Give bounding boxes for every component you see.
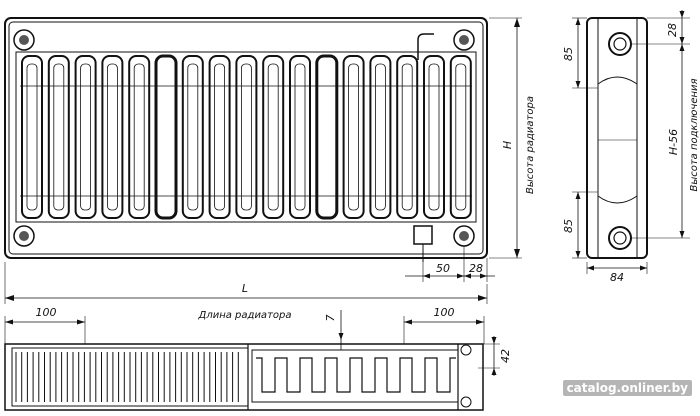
bottom-view-waves: [256, 357, 456, 393]
fin: [342, 55, 365, 219]
fin: [262, 55, 285, 219]
dim-84-label: 84: [610, 271, 624, 284]
height-symbol: H: [501, 141, 514, 149]
dim-7-label: 7: [324, 315, 337, 322]
mounting-bolt-top-right: [453, 29, 475, 51]
fin: [423, 55, 445, 219]
fin: [369, 55, 392, 219]
fin: [235, 55, 258, 219]
fin: [208, 55, 231, 219]
dim-42-label: 42: [499, 349, 512, 363]
connection-height-caption: Высота подключения: [689, 78, 700, 191]
convector-area: [15, 51, 477, 223]
bottom-view: Длина радиатора 100 100 7 42: [4, 306, 512, 411]
bottom-corrugation: [256, 357, 456, 393]
radiator-inner-outline: [8, 21, 484, 255]
dim-100-left-label: 100: [36, 306, 57, 319]
dim-85-bottom-label: 85: [562, 219, 575, 233]
length-caption: Длина радиатора: [198, 310, 292, 321]
inlet-connection-bottom: [608, 226, 632, 250]
radiator-outline: [4, 17, 488, 259]
fin: [21, 55, 43, 219]
fin: [315, 54, 339, 220]
side-body: [586, 17, 648, 259]
height-caption: Высота радиатора: [525, 96, 536, 194]
inlet-connection-top: [608, 32, 632, 56]
length-symbol: L: [242, 282, 248, 295]
mounting-bolt-bottom-left: [13, 225, 35, 247]
fin: [396, 55, 419, 219]
mounting-bolt-top-left: [13, 29, 35, 51]
connection-height-symbol: H-56: [667, 129, 680, 155]
front-view: H Высота радиатора 50 28 L: [4, 17, 536, 304]
fin: [101, 55, 124, 219]
bottom-view-outline: [4, 343, 484, 411]
dim-28-label: 28: [469, 262, 483, 275]
fin: [74, 55, 97, 219]
mounting-bolt-bottom-right: [453, 225, 475, 247]
fin: [128, 55, 151, 219]
convector-fins: [21, 54, 472, 220]
dim-50-label: 50: [436, 262, 450, 275]
fin: [449, 55, 472, 219]
dim-100-right-label: 100: [434, 306, 455, 319]
dim-85-top-label: 85: [562, 47, 575, 61]
dim-28-side-label: 28: [666, 23, 679, 37]
bottom-view-fins: [15, 352, 239, 402]
connection-fitting: [413, 225, 433, 245]
fin: [47, 55, 70, 219]
fin: [181, 55, 204, 219]
valve-pipe-top: [417, 33, 434, 60]
fin: [289, 55, 311, 219]
fin: [154, 54, 178, 220]
side-view: 85 85 28 H-56 Высота подключения 84: [562, 10, 700, 284]
watermark-label: catalog.onliner.by: [562, 380, 692, 396]
